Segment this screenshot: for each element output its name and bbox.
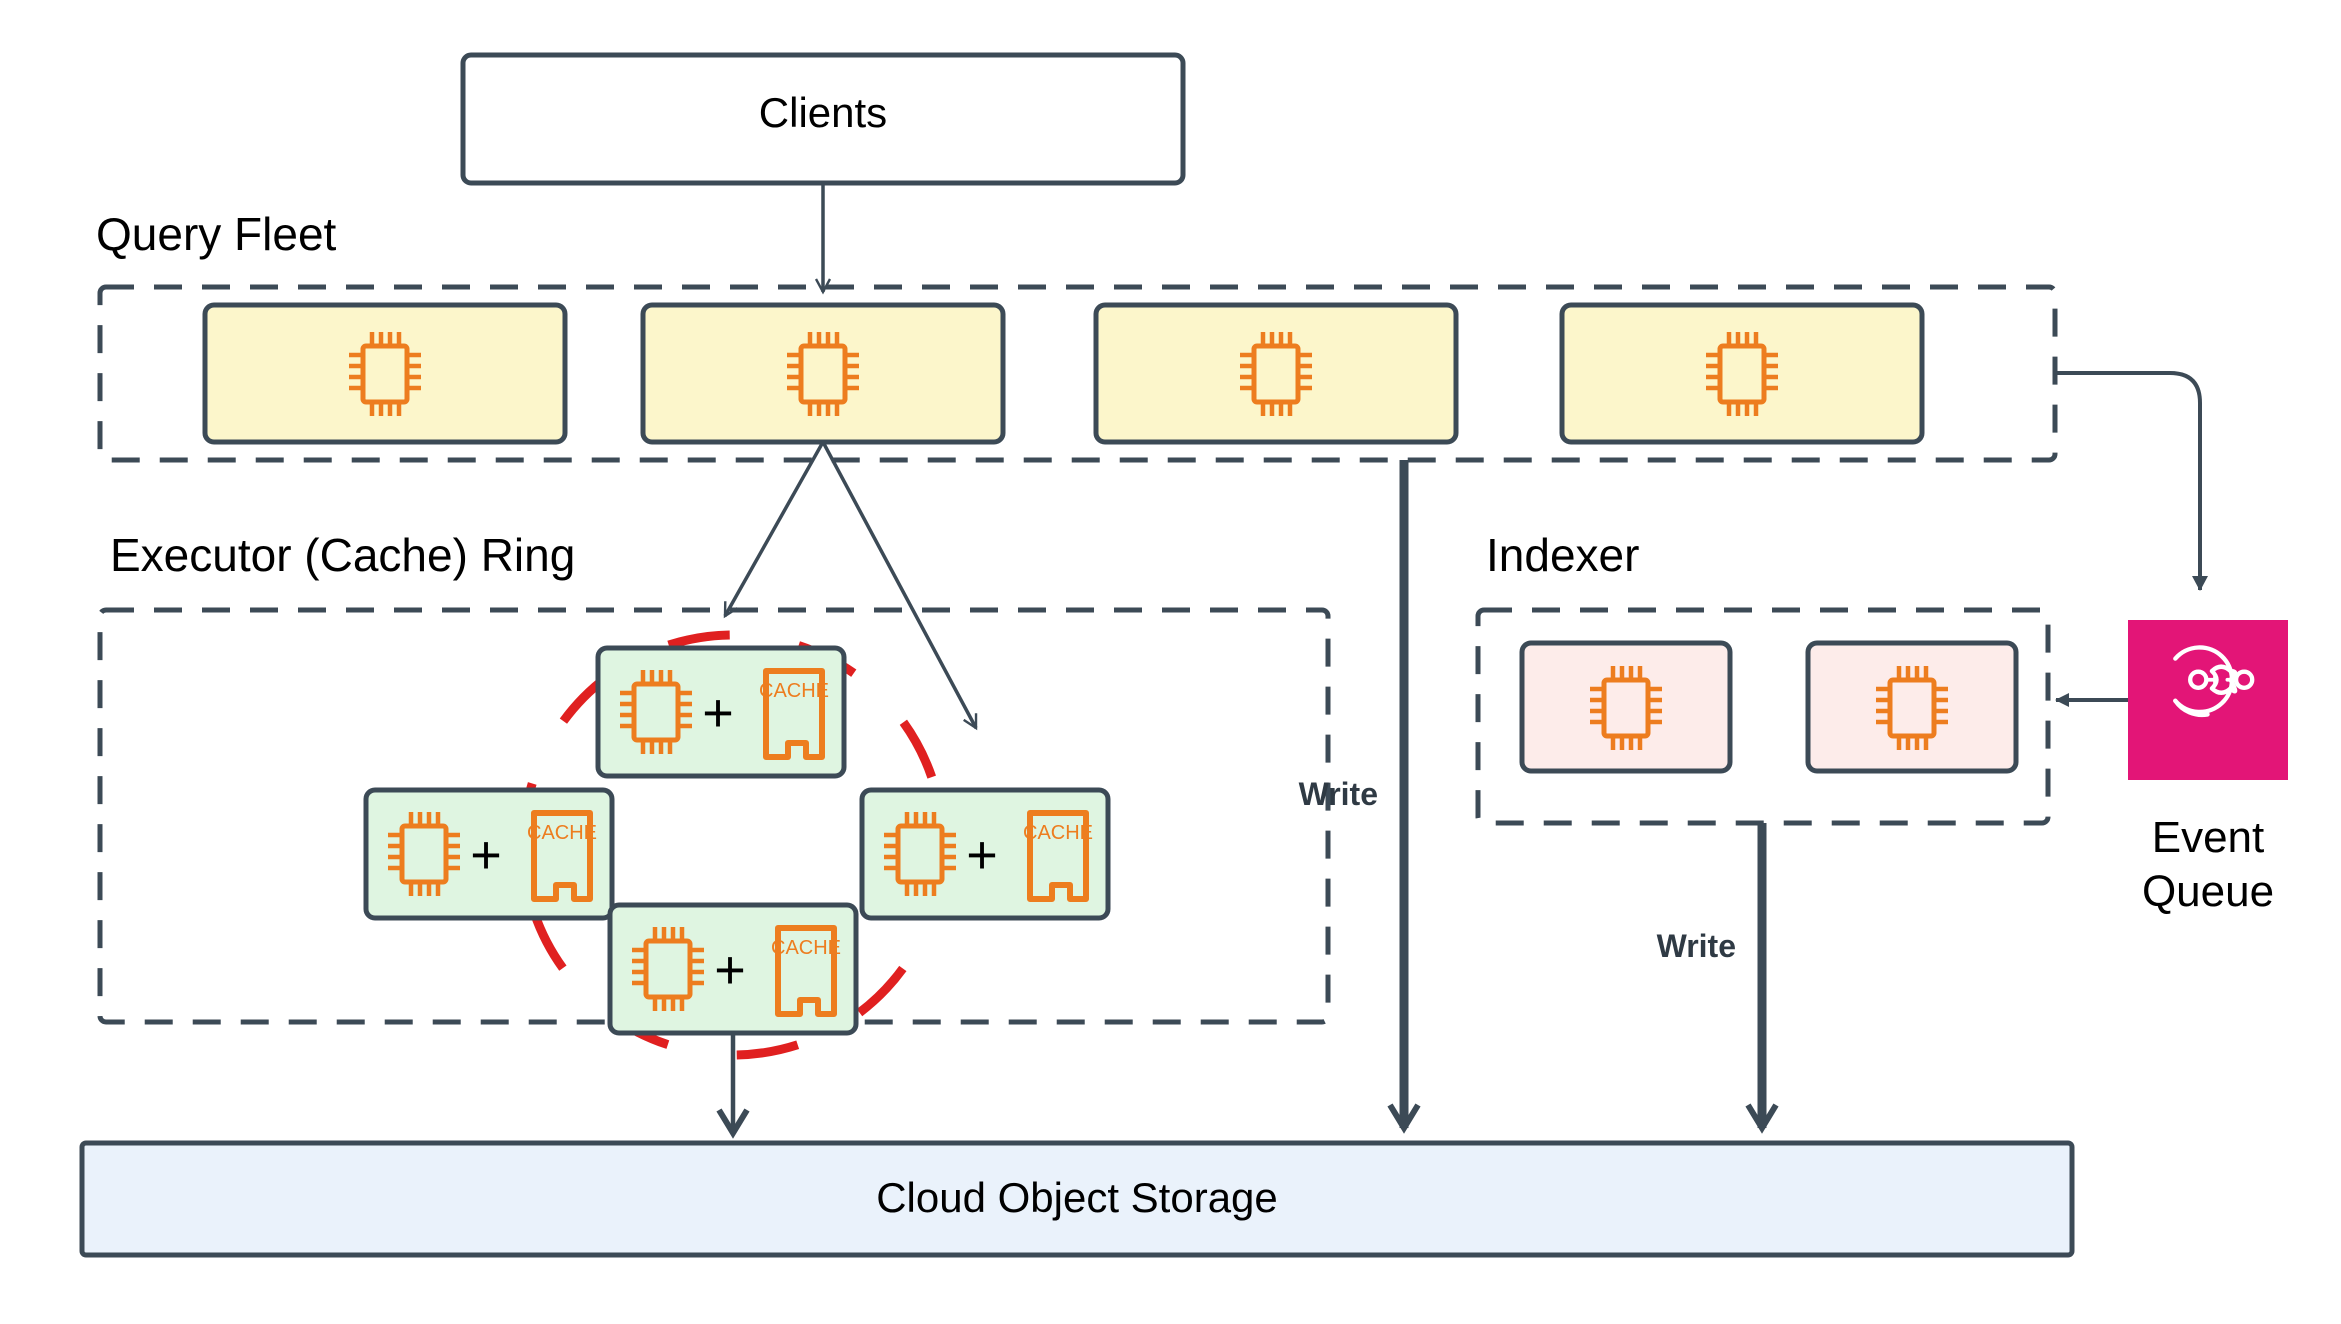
executor-node-bottom[interactable]: + CACHE [607, 902, 859, 1036]
executor-ring-group: + CACHE + CACHE + [97, 607, 1331, 1060]
executor-node-top[interactable]: + CACHE [595, 645, 847, 779]
cloud-object-storage[interactable]: Cloud Object Storage [79, 1140, 2075, 1258]
query-fleet-group [97, 284, 2058, 463]
event-queue[interactable]: Event Queue [2128, 620, 2288, 916]
query-fleet-title: Query Fleet [96, 208, 337, 260]
executor-node-left[interactable]: + CACHE [363, 787, 615, 921]
indexer-group [1475, 607, 2051, 826]
edge-query-to-executor-top [723, 441, 825, 619]
indexer-node-shape [1519, 640, 1733, 774]
edge-query-to-executor-right [821, 441, 978, 731]
edge-query-fleet-to-event-queue [2055, 371, 2208, 591]
write-label-indexer: Write [1657, 928, 1736, 964]
storage-shape [79, 1140, 2075, 1258]
write-label-query: Write [1299, 776, 1378, 812]
storage-label: Cloud Object Storage [876, 1174, 1278, 1221]
query-fleet-node-1[interactable] [202, 302, 568, 445]
event-queue-label-line2: Queue [2142, 867, 2274, 916]
cache-label: CACHE [527, 822, 597, 844]
cache-module-icon: CACHE [759, 671, 829, 757]
query-fleet-node-3[interactable] [1093, 302, 1459, 445]
cache-label: CACHE [1023, 822, 1093, 844]
indexer-title: Indexer [1486, 529, 1639, 581]
query-node-shape [1559, 302, 1925, 445]
clients-label: Clients [759, 89, 887, 136]
plus-sign-icon: + [470, 825, 502, 885]
cache-label: CACHE [759, 680, 829, 702]
plus-sign-icon: + [702, 683, 734, 743]
query-fleet-node-4[interactable] [1559, 302, 1925, 445]
event-queue-tile [2128, 620, 2288, 780]
cache-module-icon: CACHE [771, 928, 841, 1014]
plus-sign-icon: + [714, 940, 746, 1000]
plus-sign-icon: + [966, 825, 998, 885]
query-node-shape [640, 302, 1006, 445]
event-queue-label-line1: Event [2152, 813, 2265, 862]
query-node-shape [1093, 302, 1459, 445]
query-fleet-node-2[interactable] [640, 302, 1006, 445]
indexer-node-2[interactable] [1805, 640, 2019, 774]
cache-module-icon: CACHE [1023, 813, 1093, 899]
indexer-node-1[interactable] [1519, 640, 1733, 774]
executor-ring-title: Executor (Cache) Ring [110, 529, 575, 581]
executor-node-right[interactable]: + CACHE [859, 787, 1111, 921]
clients-box[interactable]: Clients [460, 52, 1186, 186]
cache-module-icon: CACHE [527, 813, 597, 899]
query-node-shape [202, 302, 568, 445]
indexer-node-shape [1805, 640, 2019, 774]
cache-label: CACHE [771, 937, 841, 959]
